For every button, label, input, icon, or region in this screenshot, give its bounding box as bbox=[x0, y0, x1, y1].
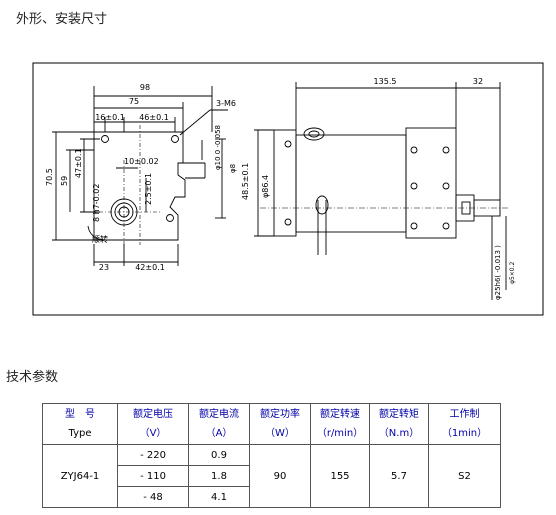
dim-10: 10±0.02 bbox=[124, 157, 159, 166]
torque-cell: 5.7 bbox=[369, 444, 429, 508]
dim-phi8: φ8 bbox=[229, 164, 237, 173]
current-cell: 4.1 bbox=[188, 486, 250, 508]
table-row: ZYJ64-1 - 220 0.9 90 155 5.7 S2 bbox=[42, 444, 501, 508]
header-current: 额定电流（A） bbox=[188, 403, 250, 445]
section-title-dimensions: 外形、安装尺寸 bbox=[16, 12, 108, 27]
front-view bbox=[52, 86, 228, 266]
technical-drawing: 98 75 16±0.1 46±0.1 3-M6 10±0.02 23 42±0… bbox=[32, 62, 544, 316]
dim-75: 75 bbox=[129, 97, 139, 106]
voltage-cell: - 220 bbox=[117, 444, 189, 466]
dim-holes: 3-M6 bbox=[216, 99, 236, 108]
header-torque: 额定转矩（N.m） bbox=[369, 403, 429, 445]
duty-cell: S2 bbox=[428, 444, 501, 508]
table-row: - 110 1.8 bbox=[43, 465, 501, 487]
section-title-params: 技术参数 bbox=[6, 370, 59, 385]
dim-46: 46±0.1 bbox=[139, 113, 169, 122]
dim-98: 98 bbox=[140, 83, 150, 92]
dim-16: 16±0.1 bbox=[95, 113, 125, 122]
dim-70: 70.5 bbox=[45, 168, 54, 186]
model-cell: ZYJ64-1 bbox=[42, 444, 118, 508]
dim-59: 59 bbox=[60, 176, 69, 186]
header-duty: 工作制（1min） bbox=[428, 403, 501, 445]
dim-dia: 8 h7-0.02 bbox=[92, 184, 101, 223]
dim-47: 47±0.1 bbox=[74, 148, 83, 178]
header-voltage: 额定电压（V） bbox=[117, 403, 189, 445]
dim-shaft: φ25h6( -0.013 ) bbox=[494, 245, 502, 300]
rotation-label: 顺转 bbox=[92, 234, 108, 244]
current-cell: 0.9 bbox=[188, 444, 250, 466]
drawing-frame bbox=[32, 62, 544, 316]
voltage-cell: - 110 bbox=[117, 465, 189, 487]
dim-shaft2: φ5×0.2 bbox=[509, 261, 516, 284]
current-cell: 1.8 bbox=[188, 465, 250, 487]
dim-32: 32 bbox=[473, 77, 483, 86]
table-row: - 48 4.1 bbox=[43, 486, 501, 508]
dim-2-5: 2.5±0.1 bbox=[144, 173, 153, 205]
speed-cell: 155 bbox=[310, 444, 370, 508]
header-speed: 额定转速（r/min） bbox=[310, 403, 370, 445]
power-cell: 90 bbox=[249, 444, 311, 508]
dim-23: 23 bbox=[99, 263, 109, 272]
dim-48-5: 48.5±0.1 bbox=[241, 163, 250, 200]
voltage-cell: - 48 bbox=[117, 486, 189, 508]
dim-86: φ86.4 bbox=[261, 175, 270, 198]
side-view bbox=[254, 82, 510, 300]
dim-42: 42±0.1 bbox=[135, 263, 165, 272]
dim-phi10: φ10 0 -0.058 bbox=[214, 125, 222, 170]
header-power: 额定功率（W） bbox=[249, 403, 311, 445]
dim-135: 135.5 bbox=[374, 77, 397, 86]
